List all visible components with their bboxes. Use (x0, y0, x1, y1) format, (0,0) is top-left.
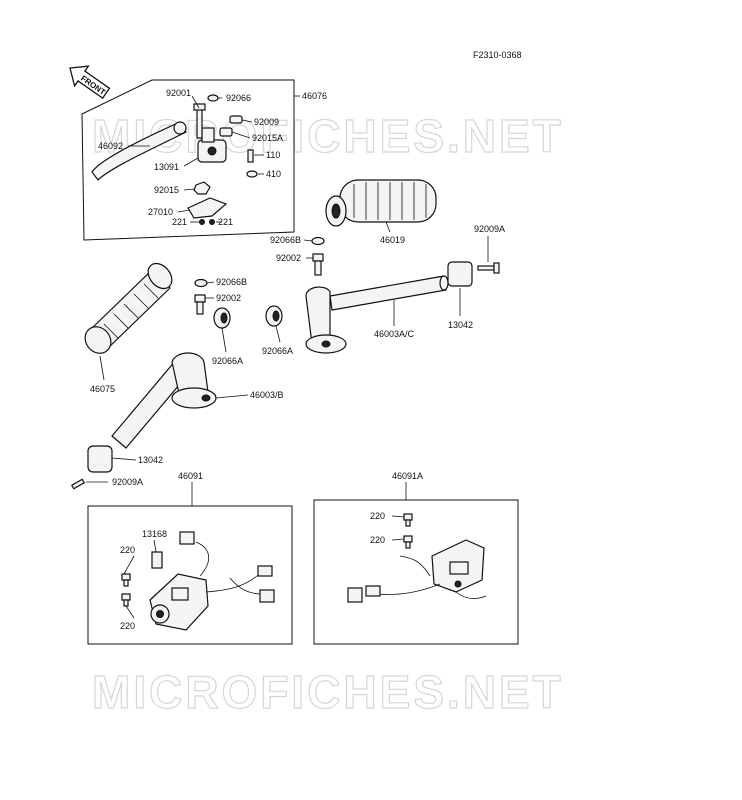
bolt-92002-left (194, 294, 206, 315)
label-13042-left: 13042 (138, 455, 163, 465)
part-110 (247, 149, 254, 163)
label-46091: 46091 (178, 471, 203, 481)
screw-92009A-right (477, 262, 500, 274)
watermark-bottom: MICROFICHES.NET (92, 666, 564, 718)
right-grip-46019 (325, 179, 437, 227)
right-handlebar-46003AC (305, 275, 449, 354)
label-13091: 13091 (154, 162, 179, 172)
label-220-b: 220 (120, 621, 135, 631)
left-handlebar-46003B (111, 352, 217, 449)
diagram-code: F2310-0368 (473, 50, 522, 60)
bar-end-13042-left (87, 445, 113, 473)
leader-lines (86, 95, 489, 619)
screw-220-c (403, 513, 413, 527)
label-13042-right: 13042 (448, 320, 473, 330)
label-92009A-right: 92009A (474, 224, 505, 234)
label-92066A-right: 92066A (262, 346, 293, 356)
label-92066: 92066 (226, 93, 251, 103)
left-grip-46075 (84, 262, 173, 354)
label-221-right: 221 (218, 217, 233, 227)
left-switch-46091 (149, 531, 275, 631)
lever-holder (197, 127, 227, 163)
plug-92066A-right (265, 305, 283, 327)
label-92009A-left: 92009A (112, 477, 143, 487)
label-92002-right: 92002 (276, 253, 301, 263)
switch-27010 (187, 197, 228, 225)
nut-92015 (193, 181, 211, 195)
label-410: 410 (266, 169, 281, 179)
label-92066B-right: 92066B (270, 235, 301, 245)
part-410 (246, 170, 258, 178)
label-92066A-left: 92066A (212, 356, 243, 366)
screw-220-a (121, 573, 131, 587)
plug-92066A-left (213, 307, 231, 329)
bolt-92002-right (312, 253, 324, 276)
front-arrow-icon: FRONT (69, 65, 111, 100)
label-27010: 27010 (148, 207, 173, 217)
label-46003AC: 46003A/C (374, 329, 415, 339)
label-110: 110 (266, 150, 280, 160)
cap-92066B-right (311, 236, 325, 246)
bar-end-13042-right (447, 261, 473, 287)
cap-92066 (207, 94, 219, 102)
bolt-92001 (193, 103, 206, 139)
label-46091A: 46091A (392, 471, 423, 481)
label-46076: 46076 (302, 91, 327, 101)
label-220-d: 220 (370, 535, 385, 545)
label-220-a: 220 (120, 545, 135, 555)
label-46003B: 46003/B (250, 390, 284, 400)
label-92001: 92001 (166, 88, 191, 98)
label-46075: 46075 (90, 384, 115, 394)
clutch-lever (91, 121, 187, 181)
screw-220-b (121, 593, 131, 607)
label-92015: 92015 (154, 185, 179, 195)
label-221-left: 221 (172, 217, 187, 227)
label-92002-left: 92002 (216, 293, 241, 303)
left-switch-box (87, 505, 293, 645)
label-92015A: 92015A (252, 133, 283, 143)
label-92066B-left: 92066B (216, 277, 247, 287)
label-220-c: 220 (370, 511, 385, 521)
label-46092: 46092 (98, 141, 123, 151)
right-switch-box (313, 499, 519, 645)
label-46019: 46019 (380, 235, 405, 245)
lever-assembly-box (81, 79, 295, 241)
right-switch-46091A (347, 539, 487, 603)
label-92009-top: 92009 (254, 117, 279, 127)
screw-220-d (403, 535, 413, 549)
label-13168: 13168 (142, 529, 167, 539)
screw-92009A-left (70, 478, 86, 490)
cap-92066B-left (194, 278, 208, 288)
